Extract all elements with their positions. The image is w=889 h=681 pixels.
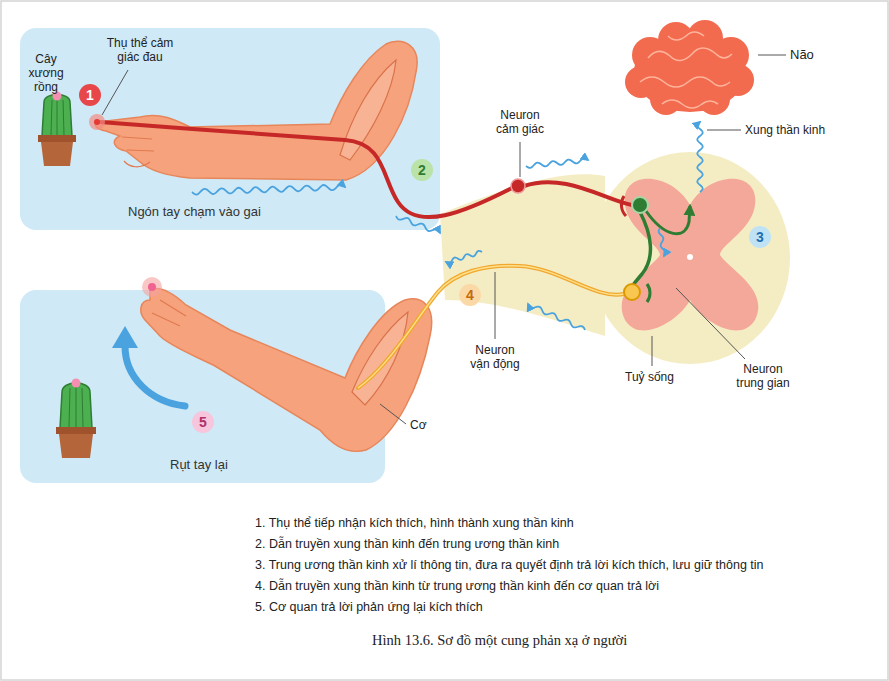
callout-number: 3 [748,229,772,246]
callout-number: 4 [458,287,482,304]
plant-label: Cây xương rồng [18,52,74,94]
callout-circle [749,226,771,248]
brain-gyri [640,32,732,108]
step-note: 1. Thụ thể tiếp nhận kích thích, hình th… [255,516,574,531]
pain-dot [148,283,156,291]
motor-cell-body [624,284,640,300]
callout-circle [411,159,433,181]
callout-circles [79,84,771,433]
impulse-wave [396,216,440,233]
central-canal [687,254,693,260]
impulse-wave [192,184,345,194]
callout-circle [192,411,214,433]
leader-lines [102,55,786,424]
step-note: 5. Cơ quan trả lời phản ứng lại kích thí… [255,600,483,615]
pot-rim [56,427,96,434]
panel-caption: Rụt tay lại [170,457,228,473]
callout-circle [79,84,101,106]
cactus-bottom [56,379,96,459]
grey-matter [622,179,759,331]
figure-caption: Hình 13.6. Sơ đồ một cung phản xạ ở ngườ… [372,632,627,649]
leader-line [652,336,653,366]
neuron-label: Neuron trung gian [730,362,796,390]
withdraw-arrow [125,346,185,406]
finger-line [152,300,186,326]
motor-neuron [358,266,624,388]
callout-circle [459,284,481,306]
callout-number: 2 [410,162,434,179]
impulse-wave [697,122,702,192]
receptor-label: Thụ thể cảm giác đau [98,36,182,64]
arm-shape [141,289,432,452]
step-note: 2. Dẫn truyền xung thần kinh đến trung ư… [255,537,559,552]
pot [59,434,93,458]
impulse-wave [659,228,666,256]
synapse [621,196,626,216]
leader-line [495,272,496,339]
interneuron [633,212,650,285]
impulse-waves [192,122,703,330]
neuron-label: Neuron cảm giác [490,108,550,136]
interneuron-cell-body [632,197,648,213]
sensory-cell-body [511,179,525,193]
cactus-flower [72,379,81,388]
impulse-label: Xung thần kinh [745,123,825,137]
pot [41,142,73,166]
impulse-wave [526,158,588,168]
neuron-label: Neuron vận động [465,343,525,371]
cactus-rib [51,97,64,135]
cactus-body [42,95,72,137]
impulse-wave [528,304,585,330]
leader-line [102,70,128,115]
neurons [89,114,690,388]
cactus-rib [69,385,83,427]
organ-label: Cơ [410,418,427,432]
muscle [352,312,408,405]
nerve-root [440,174,605,336]
cord-white-matter [590,152,790,364]
step-note: 4. Dẫn truyền xung thần kinh từ trung ươ… [255,579,659,594]
leader-line [707,130,741,131]
leader-line [758,55,786,56]
motor-neuron-core [358,266,624,388]
ascending-branch [646,206,690,234]
callout-number: 5 [191,414,215,431]
cactus-top [38,92,76,167]
synapse [647,284,650,302]
leader-line [380,404,406,424]
spinal-cord [440,152,790,364]
leader-line [676,288,745,359]
finger-line [122,137,154,167]
panel-caption: Ngón tay chạm vào gai [128,204,261,220]
muscle [340,60,396,160]
impulse-wave [446,251,482,263]
cactus-body [60,383,92,428]
callout-number: 1 [78,87,102,104]
receptor-dot [94,119,100,125]
withdraw-arrowhead [112,326,138,348]
pain-glow [142,277,162,297]
brain-lobe [650,83,682,115]
organ-label: Não [790,47,814,62]
pot-rim [38,135,76,142]
organ-label: Tuỷ sống [625,370,674,384]
receptor-glow [89,114,105,130]
step-note: 3. Trung ương thần kinh xử lí thông tin,… [255,558,764,573]
leader-line [520,142,521,177]
brain [625,20,754,115]
sensory-neuron [100,122,632,217]
brain-lobe [698,83,730,115]
